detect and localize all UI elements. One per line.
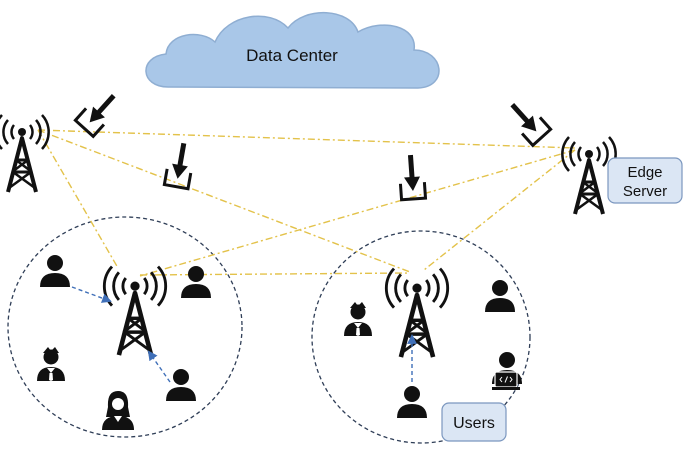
user-icon [344, 302, 372, 336]
offload-arrows [73, 86, 553, 202]
arrow-down-icon [396, 152, 428, 202]
cell-tower-icon [104, 267, 165, 356]
users-label: Users [453, 415, 495, 432]
laptop-icon [492, 371, 520, 390]
left-user-cluster [7, 216, 243, 438]
user-uplinks [71, 286, 417, 383]
edge-server-box: Edge Server [607, 157, 683, 204]
user-icon [166, 369, 196, 401]
user-icon [485, 280, 515, 312]
edge-server-label-line-1: Edge [627, 164, 662, 181]
data-center-cloud: Data Center [145, 12, 440, 89]
laptop-user-icon [492, 352, 522, 390]
arrow-down-icon [501, 95, 553, 147]
cell-tower-icon [386, 269, 447, 358]
cell-tower-icon [0, 113, 51, 194]
user-icon [181, 266, 211, 298]
arrow-down-icon [73, 86, 125, 138]
arrow-down-icon [162, 139, 198, 191]
right-user-cluster [311, 230, 531, 444]
data-center-label: Data Center [246, 46, 338, 65]
user-icon [40, 255, 70, 287]
users-box: Users [441, 402, 507, 442]
edge-server-label-line-2: Server [623, 183, 667, 200]
user-icon [102, 391, 134, 430]
user-icon [397, 386, 427, 418]
user-icon [37, 347, 65, 381]
base-station-links [37, 129, 576, 277]
